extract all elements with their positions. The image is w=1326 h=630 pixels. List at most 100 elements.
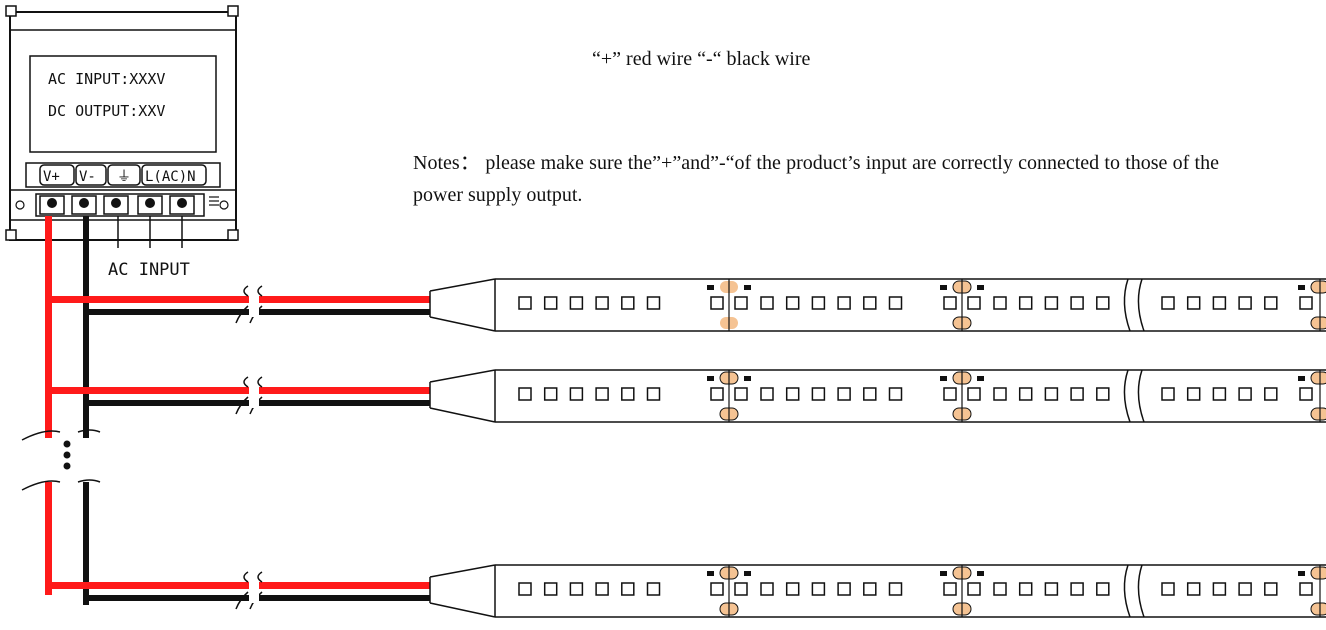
led-chip	[1299, 296, 1313, 310]
led-chip	[1044, 387, 1059, 401]
led-chip	[888, 387, 903, 401]
led-chip	[710, 296, 724, 310]
ac-input-rating: AC INPUT:XXXV	[48, 70, 165, 88]
solder-pad-icon	[940, 279, 984, 331]
led-chip	[1044, 582, 1059, 596]
led-strip	[429, 278, 1326, 332]
led-chip	[1018, 296, 1033, 310]
connection-notes: Notes： please make sure the”+”and”-“of t…	[413, 152, 1219, 206]
strip-branch	[45, 376, 430, 415]
solder-pad-icon	[707, 279, 751, 331]
led-chip	[967, 387, 981, 401]
led-chip	[967, 582, 981, 596]
positive-bus-wire-lower	[45, 482, 52, 595]
screw-icon	[145, 198, 155, 208]
led-chip	[518, 296, 532, 310]
positive-branch-wire	[45, 296, 430, 303]
led-strip	[429, 369, 1326, 423]
screw-icon	[111, 198, 121, 208]
led-chip	[1238, 387, 1252, 401]
wire-color-note: “+” red wire “-“ black wire	[592, 48, 811, 70]
led-chip	[943, 582, 957, 596]
solder-pad-icon	[940, 565, 984, 617]
led-chip	[785, 387, 800, 401]
led-chip	[1264, 296, 1278, 310]
strip-break	[1123, 278, 1131, 332]
solder-pad-icon	[707, 370, 751, 422]
strip-connector	[429, 278, 496, 332]
led-chip	[621, 296, 635, 310]
led-chip	[518, 582, 532, 596]
led-chip	[837, 296, 851, 310]
positive-bus-wire	[45, 216, 52, 438]
led-chip	[569, 582, 584, 596]
screw-icon	[79, 198, 89, 208]
led-chip	[785, 296, 800, 310]
led-chip	[1161, 296, 1175, 310]
solder-pad-icon	[1298, 565, 1326, 617]
led-chip	[646, 387, 661, 401]
mount-screw-icon	[219, 200, 229, 210]
led-chip	[1070, 582, 1084, 596]
led-chip	[837, 387, 851, 401]
ac-input-leads	[117, 216, 183, 248]
led-chip	[1264, 387, 1278, 401]
led-chip	[993, 582, 1007, 596]
solder-pad-icon	[940, 370, 984, 422]
mount-screw-icon	[15, 200, 25, 210]
positive-branch-wire	[45, 387, 430, 394]
screw-terminal-block	[15, 193, 229, 217]
strip-branches	[45, 285, 430, 610]
led-chip	[1212, 582, 1227, 596]
led-chip	[1264, 582, 1278, 596]
led-chip	[710, 582, 724, 596]
led-chip	[943, 296, 957, 310]
screw-icon	[177, 198, 187, 208]
continuation-dots-icon	[63, 440, 71, 470]
led-chip	[621, 387, 635, 401]
negative-bus-wire-lower	[83, 482, 89, 605]
terminal-ground-label: ⏚	[117, 169, 131, 185]
psu-mount-tr	[227, 5, 239, 17]
led-chip	[760, 582, 774, 596]
dc-output-rating: DC OUTPUT:XXV	[48, 102, 165, 120]
led-strip	[429, 564, 1326, 618]
led-chip	[811, 582, 826, 596]
screw-icon	[47, 198, 57, 208]
led-chip	[1186, 296, 1201, 310]
solder-pad-icon	[1298, 370, 1326, 422]
led-chip	[943, 387, 957, 401]
terminal-ac-label: L(AC)N	[145, 169, 196, 185]
led-chip	[646, 296, 661, 310]
led-chip	[1096, 582, 1110, 596]
led-chip	[888, 582, 903, 596]
led-chip	[595, 387, 609, 401]
led-chip	[518, 387, 532, 401]
led-chip	[1186, 582, 1201, 596]
led-chip	[1018, 387, 1033, 401]
led-chip	[863, 582, 877, 596]
psu-mount-br	[227, 229, 239, 241]
led-chip	[785, 582, 800, 596]
led-chip	[1161, 387, 1175, 401]
led-chip	[760, 387, 774, 401]
strip-branch	[45, 571, 430, 610]
led-chip	[811, 296, 826, 310]
led-chip	[1070, 296, 1084, 310]
led-chip	[993, 296, 1007, 310]
led-chip	[760, 296, 774, 310]
led-chip	[837, 582, 851, 596]
led-strips	[429, 278, 1326, 618]
led-chip	[1299, 582, 1313, 596]
led-chip	[543, 387, 558, 401]
power-supply: AC INPUT:XXXV DC OUTPUT:XXV V+ V- ⏚ L(AC…	[5, 5, 239, 280]
bus-wires	[21, 216, 101, 605]
led-chip	[863, 387, 877, 401]
led-chip	[1044, 296, 1059, 310]
solder-pad-icon	[707, 565, 751, 617]
terminal-label-strip: V+ V- ⏚ L(AC)N	[25, 162, 221, 188]
psu-mount-tl	[5, 5, 17, 17]
led-chip	[595, 296, 609, 310]
led-chip	[569, 387, 584, 401]
